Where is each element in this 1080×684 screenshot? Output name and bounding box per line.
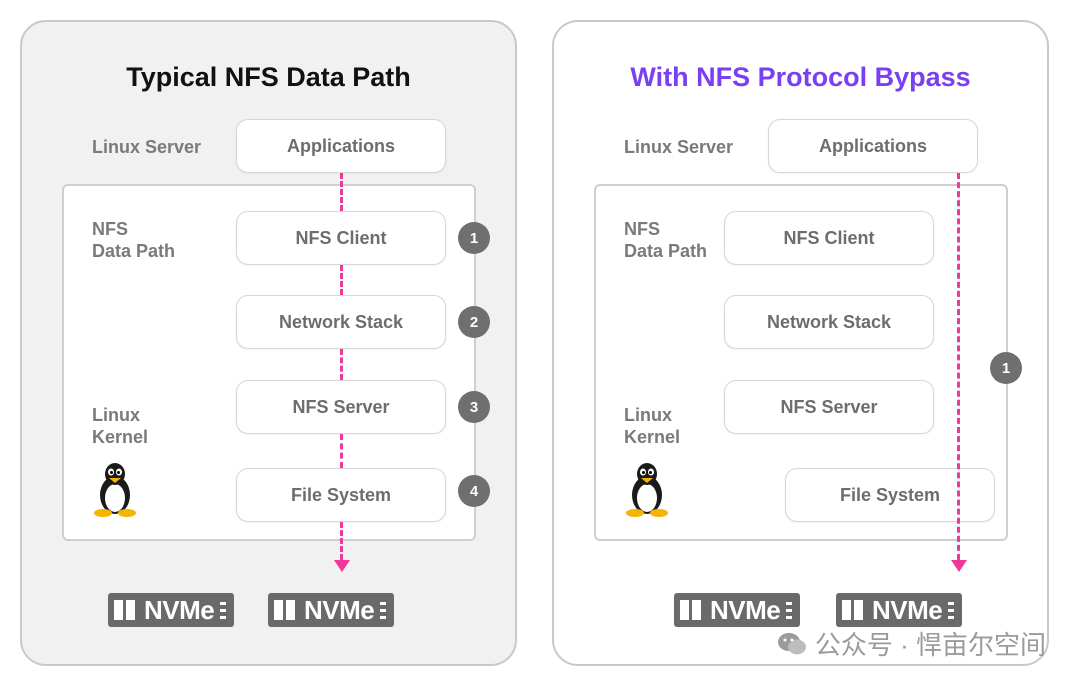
nvme-text: NVMe (710, 594, 781, 625)
step-badge-3: 3 (458, 391, 490, 423)
nfs-label-line1: NFS (92, 219, 128, 239)
step-badge-2: 2 (458, 306, 490, 338)
file-system-box: File System (236, 468, 446, 522)
path-arrowhead (334, 560, 350, 572)
nvme-logo: NVMe (108, 593, 235, 627)
nfs-data-path-label: NFS Data Path (624, 218, 707, 262)
network-stack-box: Network Stack (236, 295, 446, 349)
nfs-label-line2: Data Path (92, 241, 176, 261)
watermark-text: 公众号 · 悍亩尔空间 (814, 630, 1046, 660)
kernel-label-line1: Linux (624, 405, 672, 425)
path-segment (340, 265, 343, 295)
path-arrowhead (951, 560, 967, 572)
step-badge-1: 1 (458, 222, 490, 254)
typical-nfs-panel: Typical NFS Data Path Linux Server Appli… (20, 20, 517, 666)
nfs-client-box: NFS Client (724, 211, 934, 265)
kernel-label-line1: Linux (92, 405, 140, 425)
linux-server-label: Linux Server (92, 137, 202, 157)
network-stack-box: Network Stack (724, 295, 934, 349)
nfs-server-box: NFS Server (724, 380, 934, 434)
kernel-label-line2: Kernel (624, 427, 681, 447)
tux-penguin-icon (626, 463, 668, 517)
linux-server-label: Linux Server (624, 137, 734, 157)
nvme-text: NVMe (872, 594, 943, 625)
nfs-label-line1: NFS (624, 219, 660, 239)
linux-kernel-label: Linux Kernel (624, 404, 680, 448)
file-system-box: File System (785, 468, 995, 522)
nvme-text: NVMe (304, 594, 375, 625)
bypass-path-line (957, 173, 960, 560)
watermark: 公众号 · 悍亩尔空间 (777, 625, 1046, 662)
step-badge-4: 4 (458, 475, 490, 507)
nvme-logo: NVMe (836, 593, 963, 627)
panel-title: With NFS Protocol Bypass (630, 62, 971, 92)
path-segment (340, 173, 343, 211)
linux-kernel-label: Linux Kernel (92, 404, 148, 448)
nvme-logo: NVMe (674, 593, 801, 627)
wechat-icon (777, 632, 806, 654)
nfs-data-path-label: NFS Data Path (92, 218, 175, 262)
nfs-client-box: NFS Client (236, 211, 446, 265)
kernel-label-line2: Kernel (92, 427, 149, 447)
path-segment (340, 522, 343, 560)
nfs-label-line2: Data Path (624, 241, 708, 261)
nvme-logo: NVMe (268, 593, 395, 627)
applications-box: Applications (236, 119, 446, 173)
nfs-bypass-panel: With NFS Protocol Bypass Linux Server Ap… (552, 20, 1049, 666)
tux-penguin-icon (94, 463, 136, 517)
applications-box: Applications (768, 119, 978, 173)
path-segment (340, 349, 343, 380)
path-segment (340, 434, 343, 468)
nvme-text: NVMe (144, 594, 215, 625)
nfs-server-box: NFS Server (236, 380, 446, 434)
panel-title: Typical NFS Data Path (126, 62, 411, 92)
step-badge-1: 1 (990, 352, 1022, 384)
